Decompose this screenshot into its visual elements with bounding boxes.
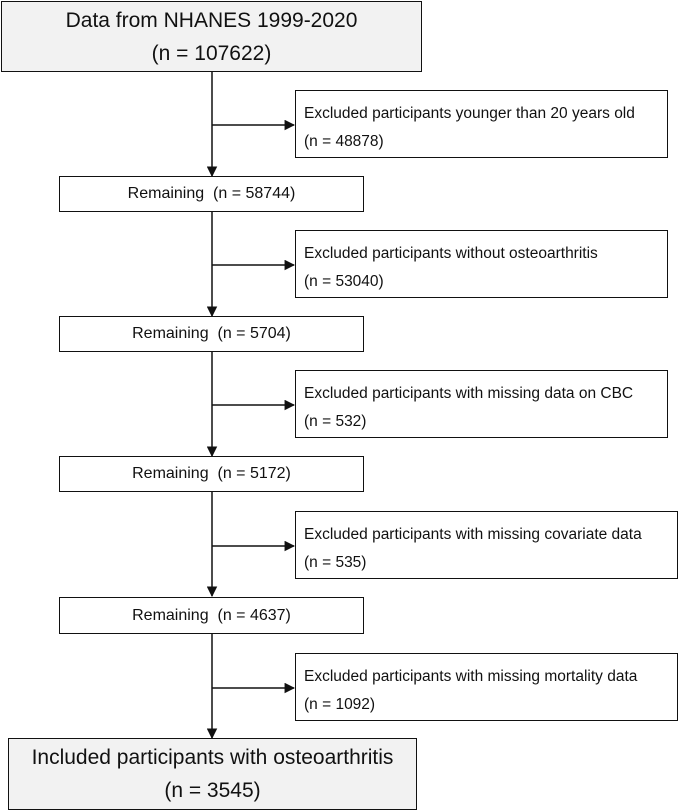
final-count: (n = 3545) <box>164 779 261 802</box>
remaining-label: Remaining (n = 5172) <box>132 465 291 482</box>
remaining-box-2: Remaining (n = 5704) <box>59 316 364 352</box>
exclusion-label: Excluded participants with missing covar… <box>304 526 642 543</box>
exclusion-box-4: Excluded participants with missing covar… <box>295 511 678 579</box>
remaining-label: Remaining (n = 4637) <box>132 606 291 624</box>
exclusion-count: (n = 53040) <box>304 273 384 290</box>
remaining-box-4: Remaining (n = 4637) <box>59 597 364 634</box>
start-title: Data from NHANES 1999-2020 <box>65 8 358 32</box>
exclusion-label: Excluded participants younger than 20 ye… <box>304 105 635 122</box>
exclusion-box-5: Excluded participants with missing morta… <box>295 653 678 721</box>
exclusion-box-3: Excluded participants with missing data … <box>295 370 668 438</box>
exclusion-count: (n = 535) <box>304 554 367 571</box>
remaining-box-1: Remaining (n = 58744) <box>59 176 364 212</box>
exclusion-count: (n = 1092) <box>304 696 376 713</box>
exclusion-label: Excluded participants with missing morta… <box>304 668 638 685</box>
start-box: Data from NHANES 1999-2020 (n = 107622) <box>1 1 422 72</box>
exclusion-count: (n = 532) <box>304 413 367 430</box>
remaining-label: Remaining (n = 58744) <box>127 185 296 202</box>
final-box: Included participants with osteoarthriti… <box>8 738 417 810</box>
exclusion-box-2: Excluded participants without osteoarthr… <box>295 230 668 298</box>
exclusion-label: Excluded participants with missing data … <box>304 385 634 402</box>
final-title: Included participants with osteoarthriti… <box>31 746 394 769</box>
remaining-box-3: Remaining (n = 5172) <box>59 456 364 492</box>
exclusion-label: Excluded participants without osteoarthr… <box>304 245 598 262</box>
remaining-label: Remaining (n = 5704) <box>132 325 291 342</box>
exclusion-box-1: Excluded participants younger than 20 ye… <box>295 90 668 158</box>
start-count: (n = 107622) <box>151 41 272 65</box>
exclusion-count: (n = 48878) <box>304 133 384 150</box>
